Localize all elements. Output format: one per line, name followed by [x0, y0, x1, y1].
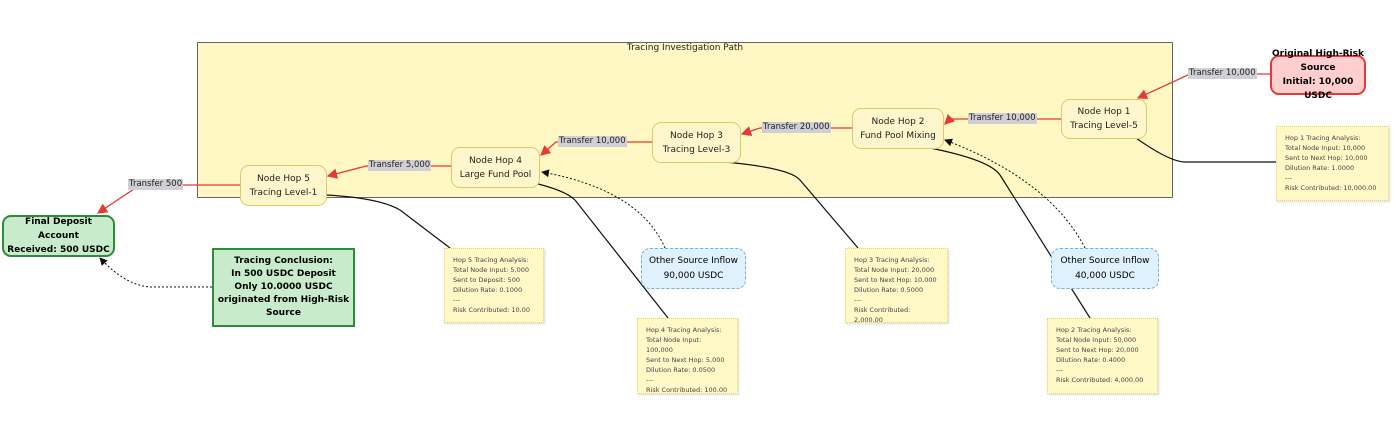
- conclusion-line: Source: [266, 308, 301, 318]
- note-link-hop5: [325, 194, 451, 249]
- note-link-hop3: [724, 161, 859, 249]
- note-line: Risk Contributed: 10.00: [453, 306, 530, 314]
- hop-title: Node Hop 2: [871, 116, 925, 127]
- note-line: Dilution Rate: 1.0000: [1285, 164, 1355, 172]
- hop-1-node[interactable]: Node Hop 1 Tracing Level-5: [1061, 99, 1147, 139]
- note-line: Dilution Rate: 0.4000: [1056, 356, 1126, 364]
- note-line: ---: [854, 296, 862, 304]
- hop-4-node[interactable]: Node Hop 4 Large Fund Pool: [451, 147, 540, 188]
- transfer-label: Transfer 10,000: [968, 113, 1037, 124]
- note-line: ---: [1285, 174, 1293, 182]
- note-line: ---: [453, 296, 461, 304]
- note-line: Total Node Input: 5,000: [453, 266, 529, 274]
- source-amount: Initial: 10,000 USDC: [1282, 77, 1354, 101]
- note-line: Risk Contributed: 10,000.00: [1285, 184, 1377, 192]
- transfer-label: Transfer 20,000: [762, 122, 831, 133]
- other-source-amount: 40,000 USDC: [1075, 270, 1135, 281]
- note-line: Risk Contributed: 100.00: [646, 386, 728, 394]
- hop-subtitle: Tracing Level-1: [249, 187, 318, 198]
- note-line: Hop 4 Tracing Analysis:: [646, 326, 722, 334]
- transfer-label: Transfer 10,000: [558, 136, 627, 147]
- hop-title: Node Hop 4: [469, 155, 522, 166]
- hop-subtitle: Tracing Level-3: [662, 144, 731, 155]
- conclusion-line: originated from High-Risk: [217, 295, 350, 305]
- note-line: Hop 2 Tracing Analysis:: [1056, 326, 1132, 334]
- hop-subtitle: Large Fund Pool: [459, 169, 532, 180]
- other-source-title: Other Source Inflow: [648, 255, 739, 266]
- note-line: Sent to Next Hop: 10,000: [1285, 154, 1368, 162]
- note-link-hop1: [1135, 137, 1276, 163]
- group-title: Tracing Investigation Path: [626, 43, 744, 53]
- transfer-label: Transfer 10,000: [1188, 68, 1257, 79]
- conclusion-line: Tracing Conclusion:: [234, 256, 333, 266]
- note-line: Hop 5 Tracing Analysis:: [453, 256, 529, 264]
- note-line: Total Node Input: 100,000: [646, 336, 702, 354]
- source-title: Original High-Risk Source: [1272, 49, 1364, 73]
- hop-3-analysis-note: Hop 3 Tracing Analysis: Total Node Input:…: [845, 248, 948, 324]
- edge-conclusion-final: [99, 257, 212, 288]
- transfer-label: Transfer 5,000: [368, 160, 432, 171]
- note-line: Dilution Rate: 0.5000: [854, 286, 924, 294]
- hop-title: Node Hop 3: [670, 130, 723, 141]
- hop-title: Node Hop 5: [257, 173, 310, 184]
- note-line: Sent to Deposit: 500: [453, 276, 520, 284]
- other-source-40k-node[interactable]: Other Source Inflow 40,000 USDC: [1051, 248, 1159, 289]
- other-source-title: Other Source Inflow: [1060, 255, 1150, 266]
- conclusion-box: Tracing Conclusion: In 500 USDC Deposit …: [212, 248, 355, 327]
- final-deposit-node[interactable]: Final Deposit Account Received: 500 USDC: [2, 215, 115, 257]
- hop-1-analysis-note: Hop 1 Tracing Analysis: Total Node Input:…: [1276, 126, 1389, 201]
- note-line: ---: [646, 376, 654, 384]
- hop-3-node[interactable]: Node Hop 3 Tracing Level-3: [652, 122, 741, 163]
- note-line: Hop 1 Tracing Analysis:: [1285, 134, 1361, 142]
- hop-4-analysis-note: Hop 4 Tracing Analysis: Total Node Input:…: [637, 318, 738, 394]
- hop-5-analysis-note: Hop 5 Tracing Analysis: Total Node Input:…: [444, 248, 544, 323]
- final-amount: Received: 500 USDC: [7, 245, 110, 255]
- conclusion-line: Only 10.0000 USDC: [234, 282, 333, 292]
- hop-2-node[interactable]: Node Hop 2 Fund Pool Mixing: [852, 108, 944, 149]
- hop-title: Node Hop 1: [1077, 107, 1131, 117]
- note-line: Sent to Next Hop: 20,000: [1056, 346, 1139, 354]
- note-line: Risk Contributed: 4,000.00: [1056, 376, 1144, 384]
- note-line: Dilution Rate: 0.1000: [453, 286, 523, 294]
- conclusion-line: In 500 USDC Deposit: [231, 269, 336, 279]
- other-source-amount: 90,000 USDC: [663, 270, 724, 281]
- note-line: Hop 3 Tracing Analysis:: [854, 256, 930, 264]
- note-line: Risk Contributed: 2,000.00: [854, 306, 911, 324]
- note-link-hop2: [929, 147, 1091, 319]
- transfer-label: Transfer 500: [128, 179, 184, 190]
- final-title: Final Deposit Account: [25, 217, 92, 241]
- note-line: ---: [1056, 366, 1064, 374]
- note-line: Sent to Next Hop: 5,000: [646, 356, 725, 364]
- hop-2-analysis-note: Hop 2 Tracing Analysis: Total Node Input:…: [1047, 318, 1158, 394]
- note-line: Total Node Input: 10,000: [1285, 144, 1366, 152]
- note-line: Total Node Input: 20,000: [854, 266, 935, 274]
- other-source-90k-node[interactable]: Other Source Inflow 90,000 USDC: [641, 248, 746, 289]
- hop-5-node[interactable]: Node Hop 5 Tracing Level-1: [240, 165, 327, 206]
- note-line: Total Node Input: 50,000: [1056, 336, 1137, 344]
- edge-other90-hop4: [541, 169, 666, 249]
- note-line: Sent to Next Hop: 10,000: [854, 276, 937, 284]
- note-line: Dilution Rate: 0.0500: [646, 366, 716, 374]
- source-node[interactable]: Original High-Risk Source Initial: 10,00…: [1270, 49, 1366, 101]
- edge-other40-hop2: [944, 138, 1086, 249]
- hop-subtitle: Fund Pool Mixing: [860, 130, 936, 141]
- hop-subtitle: Tracing Level-5: [1070, 121, 1138, 131]
